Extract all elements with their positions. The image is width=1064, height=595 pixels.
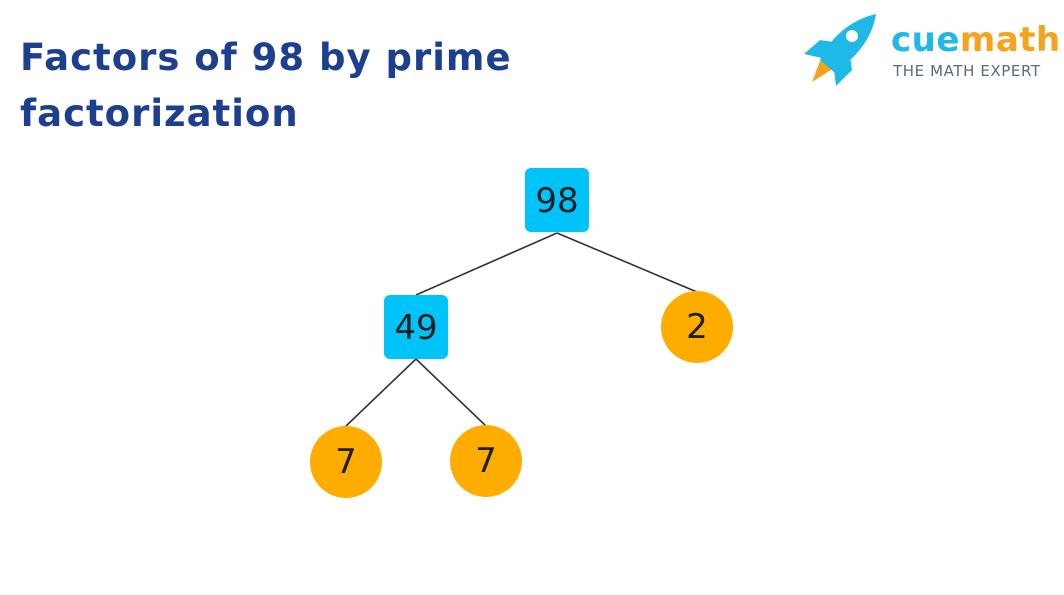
edge-49-7-right [415, 358, 487, 427]
node-49: 49 [384, 295, 448, 359]
node-7-left-label: 7 [335, 442, 357, 482]
node-49-label: 49 [394, 308, 437, 348]
rocket-icon [804, 14, 876, 86]
edge-98-49 [415, 232, 558, 296]
node-7-right: 7 [450, 425, 522, 497]
node-98: 98 [525, 168, 589, 232]
node-2-label: 2 [686, 307, 708, 347]
edge-49-7-left [345, 358, 417, 427]
brand-tagline: THE MATH EXPERT [893, 62, 1041, 80]
node-7-right-label: 7 [475, 441, 497, 481]
node-2: 2 [661, 291, 733, 363]
node-98-label: 98 [535, 181, 578, 221]
node-7-left: 7 [310, 426, 382, 498]
brand-math: math [959, 20, 1061, 60]
brand-name: cuemath [891, 20, 1061, 60]
edge-98-2 [556, 232, 698, 293]
cuemath-logo: cuemath THE MATH EXPERT [800, 8, 1060, 88]
page-title: Factors of 98 by prime factorization [20, 36, 512, 135]
brand-cue: cue [891, 20, 960, 60]
